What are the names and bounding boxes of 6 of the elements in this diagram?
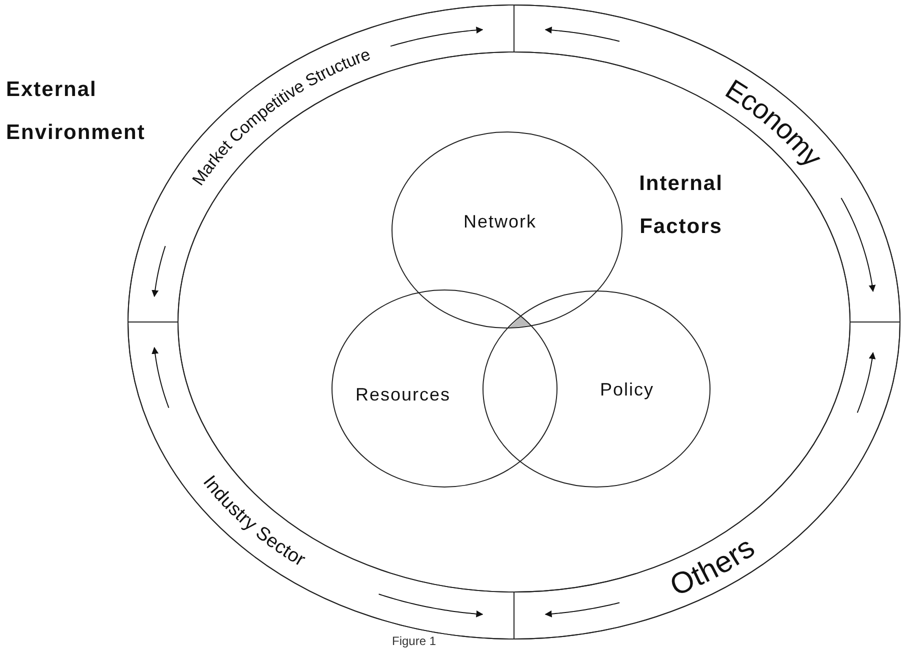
circle-label: Policy — [600, 380, 654, 400]
figure-caption: Figure 1 — [392, 635, 436, 648]
circle-label: Network — [464, 212, 536, 232]
circle-label: Resources — [355, 384, 451, 406]
heading: Internal Factors — [638, 171, 724, 240]
heading: External Environment — [6, 77, 146, 146]
